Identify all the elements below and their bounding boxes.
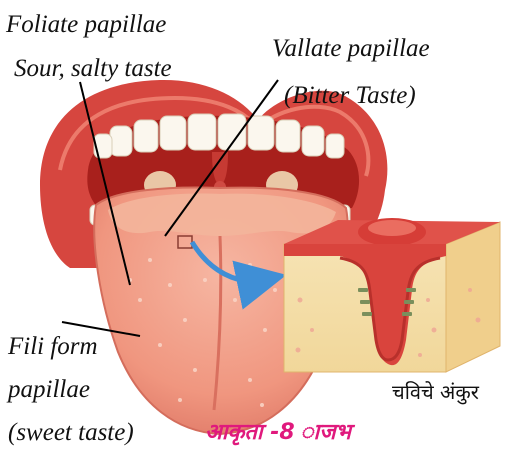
figure-caption: आकृता -8 ाजभ [205,422,351,444]
fili-papillae-label: papillae [8,377,90,402]
inset-caption: चविचे अंकुर [392,382,479,402]
fili-taste-label: (sweet taste) [8,420,134,445]
foliate-label: Foliate papillae [6,12,166,37]
fili-form-label: Fili form [8,334,98,359]
foliate-taste-label: Sour, salty taste [14,56,172,81]
papilla-section-icon [284,218,500,372]
vallate-label: Vallate papillae [272,36,430,61]
vallate-taste-label: (Bitter Taste) [284,83,416,108]
